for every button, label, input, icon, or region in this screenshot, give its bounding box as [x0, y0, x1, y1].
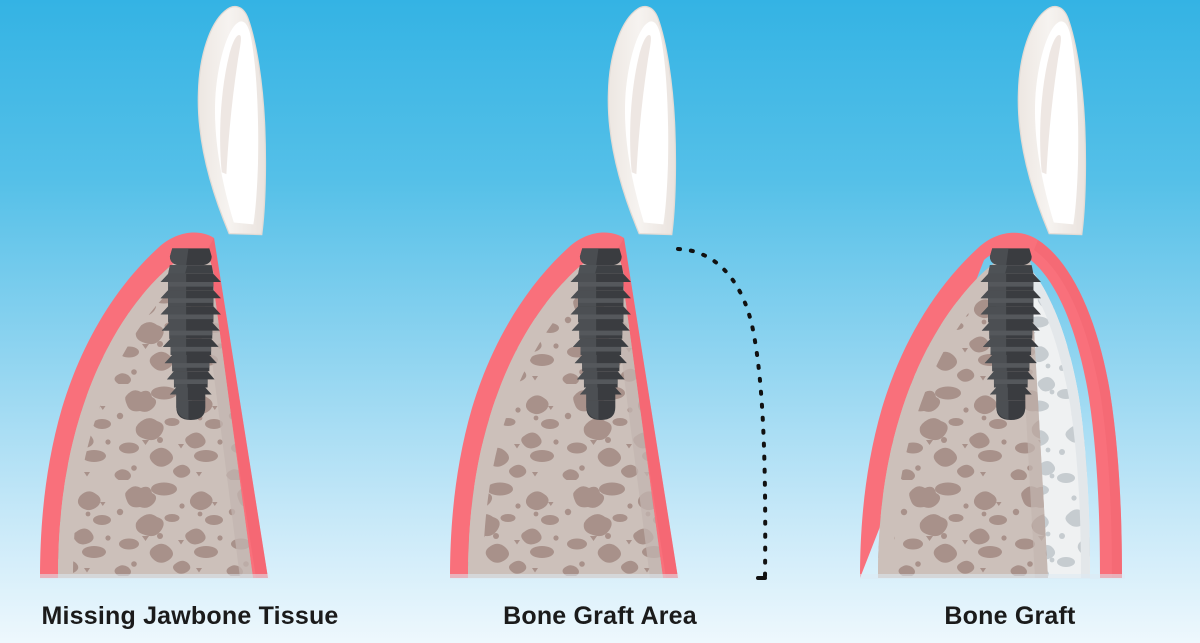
jaw-base-line	[860, 574, 1125, 579]
graft-area-dotted-outline	[676, 247, 768, 580]
jaw-base-line	[40, 574, 270, 579]
gingiva	[860, 232, 1122, 578]
panel-bone-graft: Bone Graft	[860, 5, 1125, 630]
panel-bone-graft-area: Bone Graft Area	[450, 5, 768, 630]
jaw-base-line	[450, 574, 680, 579]
panel-label-bone-graft: Bone Graft	[944, 602, 1076, 630]
panel-label-missing-jawbone: Missing Jawbone Tissue	[41, 602, 338, 630]
panel-missing-jawbone: Missing Jawbone Tissue	[40, 5, 338, 630]
panel-label-bone-graft-area: Bone Graft Area	[503, 602, 698, 630]
